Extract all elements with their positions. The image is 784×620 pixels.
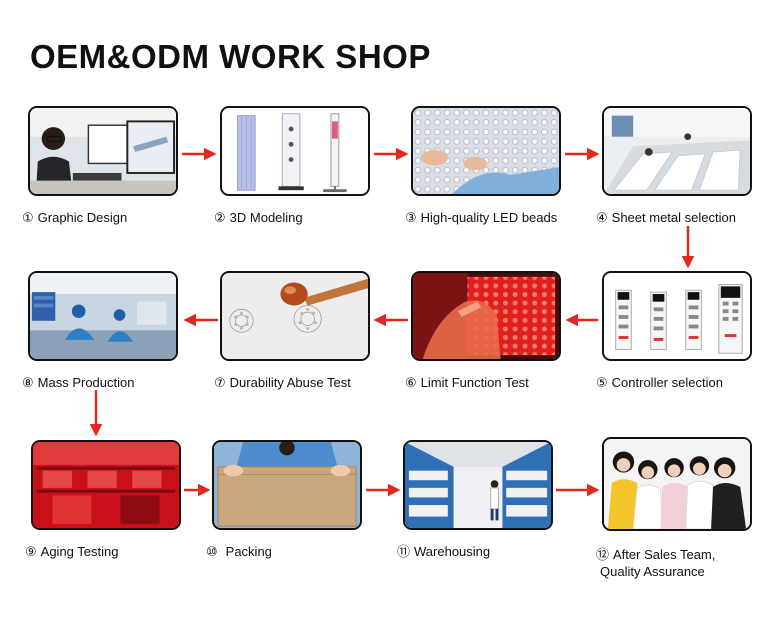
- step-number: ⑧: [22, 376, 34, 391]
- step-label: High-quality LED beads: [420, 210, 558, 225]
- step-number: ⑤: [596, 376, 608, 391]
- step-label-line2: Quality Assurance: [600, 564, 705, 579]
- step-number: ⑩: [206, 545, 218, 560]
- after-sales-team-photo: [602, 437, 752, 531]
- step-label: Sheet metal selection: [611, 210, 736, 225]
- aging-testing-photo: [31, 440, 181, 530]
- packing-photo: [212, 440, 362, 530]
- 3d-modeling-photo: [220, 106, 370, 196]
- step-label: Packing: [225, 544, 272, 559]
- graphic-design-photo: [28, 106, 178, 196]
- step-label: Limit Function Test: [420, 375, 529, 390]
- packing-caption: ⑩ Packing: [206, 544, 272, 561]
- led-beads-photo: [411, 106, 561, 196]
- step-number: ⑫: [596, 548, 610, 563]
- step-label: Mass Production: [37, 375, 135, 390]
- controller-selection-photo: [602, 271, 752, 361]
- step-number: ⑨: [25, 545, 37, 560]
- sheet-metal-photo: [602, 106, 752, 196]
- step-label: Durability Abuse Test: [229, 375, 351, 390]
- step-number: ⑦: [214, 376, 226, 391]
- step-label: 3D Modeling: [229, 210, 303, 225]
- step-label: Graphic Design: [37, 210, 128, 225]
- step-number: ⑥: [405, 376, 417, 391]
- step-label: Aging Testing: [40, 544, 119, 559]
- durability-test-photo: [220, 271, 370, 361]
- warehousing-photo: [403, 440, 553, 530]
- step-number: ①: [22, 211, 34, 226]
- limit-function-test-photo: [411, 271, 561, 361]
- step-number: ②: [214, 211, 226, 226]
- step-label: Controller selection: [611, 375, 723, 390]
- page-title: OEM&ODM WORK SHOP: [30, 38, 431, 75]
- step-number: ③: [405, 211, 417, 226]
- step-number: ④: [596, 211, 608, 226]
- step-label: Warehousing: [414, 544, 491, 559]
- step-number: ⑪: [397, 545, 411, 560]
- step-label: After Sales Team,: [613, 547, 716, 562]
- mass-production-photo: [28, 271, 178, 361]
